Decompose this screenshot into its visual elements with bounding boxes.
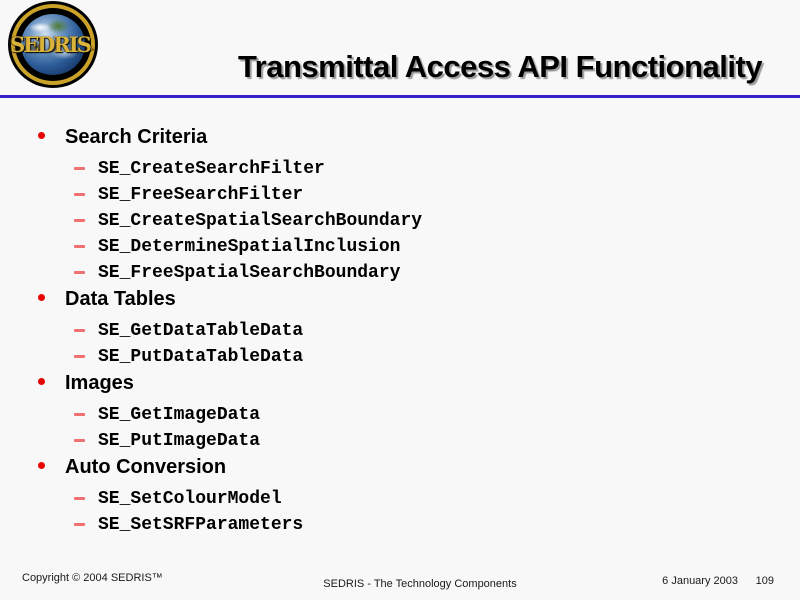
logo-gold-ring	[11, 4, 95, 85]
bullet-icon	[38, 378, 45, 385]
section-data-tables: Data Tables SE_GetDataTableData SE_PutDa…	[0, 286, 800, 370]
list-item: SE_SetColourModel	[0, 486, 800, 512]
section-heading: Data Tables	[65, 288, 176, 310]
dash-icon	[74, 219, 85, 222]
bullet-icon	[38, 462, 45, 469]
section-search-criteria: Search Criteria SE_CreateSearchFilter SE…	[0, 124, 800, 286]
api-function-name: SE_FreeSpatialSearchBoundary	[98, 263, 401, 283]
api-function-name: SE_GetImageData	[98, 405, 261, 425]
api-function-name: SE_GetDataTableData	[98, 321, 304, 341]
dash-icon	[74, 167, 85, 170]
trademark-symbol: ™	[89, 46, 96, 54]
list-item: SE_GetDataTableData	[0, 318, 800, 344]
page-number: 109	[755, 575, 774, 587]
bullet-heading: Auto Conversion	[0, 454, 800, 486]
footer-center-text: SEDRIS - The Technology Components	[323, 578, 517, 590]
dash-icon	[74, 271, 85, 274]
dash-icon	[74, 497, 85, 500]
bullet-icon	[38, 294, 45, 301]
section-auto-conversion: Auto Conversion SE_SetColourModel SE_Set…	[0, 454, 800, 538]
list-item: SE_CreateSearchFilter	[0, 156, 800, 182]
list-item: SE_FreeSearchFilter	[0, 182, 800, 208]
bullet-list: Search Criteria SE_CreateSearchFilter SE…	[0, 124, 800, 538]
list-item: SE_PutDataTableData	[0, 344, 800, 370]
list-item: SE_GetImageData	[0, 402, 800, 428]
dash-icon	[74, 355, 85, 358]
footer-date: 6 January 2003	[662, 575, 738, 587]
api-function-name: SE_CreateSpatialSearchBoundary	[98, 211, 423, 231]
api-function-name: SE_PutImageData	[98, 431, 261, 451]
list-item: SE_CreateSpatialSearchBoundary	[0, 208, 800, 234]
logo-wordmark: SEDRIS	[10, 31, 92, 57]
footer-copyright: Copyright © 2004 SEDRIS™	[22, 572, 163, 584]
api-function-name: SE_SetSRFParameters	[98, 515, 304, 535]
api-function-name: SE_SetColourModel	[98, 489, 282, 509]
dash-icon	[74, 413, 85, 416]
bullet-icon	[38, 132, 45, 139]
sedris-logo: SEDRIS™	[8, 1, 98, 88]
page-title: Transmittal Access API Functionality	[237, 49, 763, 84]
globe-icon	[21, 14, 85, 75]
list-item: SE_SetSRFParameters	[0, 512, 800, 538]
bullet-heading: Search Criteria	[0, 124, 800, 156]
dash-icon	[74, 245, 85, 248]
bullet-heading: Data Tables	[0, 286, 800, 318]
list-item: SE_PutImageData	[0, 428, 800, 454]
title-rule	[0, 95, 800, 98]
list-item: SE_DetermineSpatialInclusion	[0, 234, 800, 260]
bullet-heading: Images	[0, 370, 800, 402]
dash-icon	[74, 523, 85, 526]
logo-text: SEDRIS™	[8, 32, 98, 57]
section-heading: Images	[65, 372, 134, 394]
list-item: SE_FreeSpatialSearchBoundary	[0, 260, 800, 286]
api-function-name: SE_FreeSearchFilter	[98, 185, 304, 205]
dash-icon	[74, 439, 85, 442]
dash-icon	[74, 329, 85, 332]
section-heading: Auto Conversion	[65, 456, 227, 478]
api-function-name: SE_PutDataTableData	[98, 347, 304, 367]
dash-icon	[74, 193, 85, 196]
api-function-name: SE_DetermineSpatialInclusion	[98, 237, 401, 257]
section-images: Images SE_GetImageData SE_PutImageData	[0, 370, 800, 454]
api-function-name: SE_CreateSearchFilter	[98, 159, 325, 179]
section-heading: Search Criteria	[65, 126, 208, 148]
